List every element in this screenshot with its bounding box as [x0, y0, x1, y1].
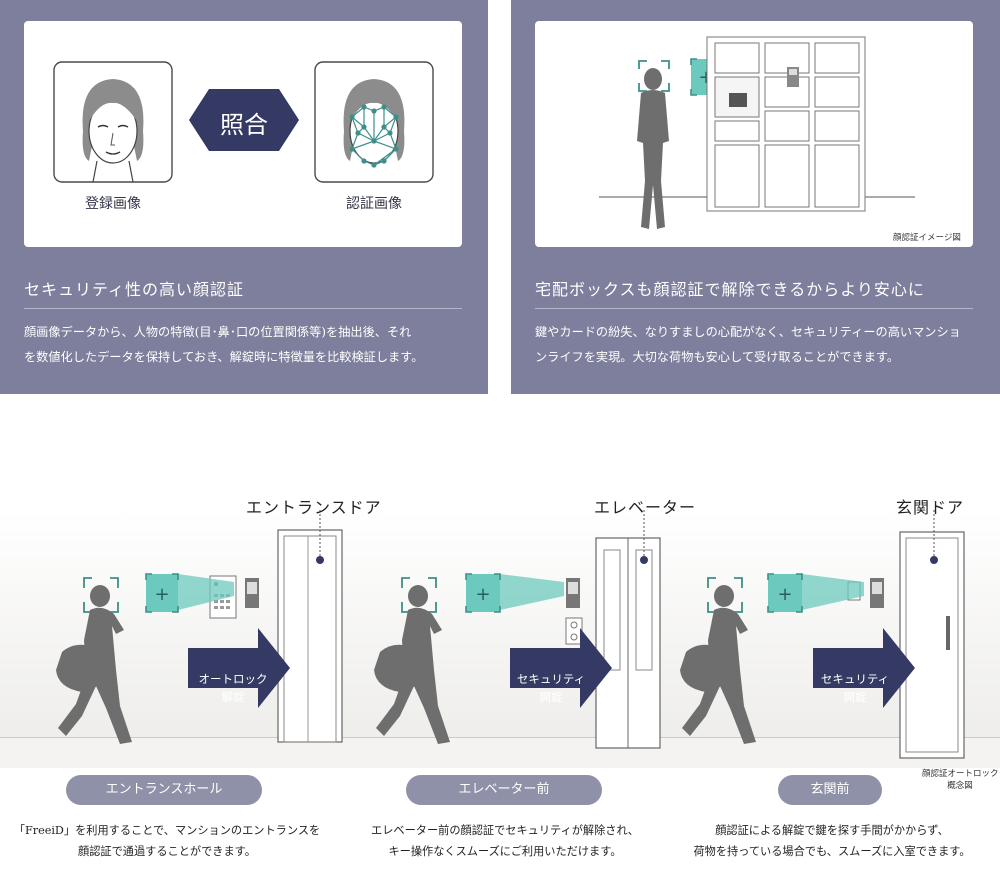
plus-icon: + — [154, 584, 169, 605]
auth-face-image — [314, 61, 434, 183]
delivery-box-illustration: + — [599, 36, 915, 229]
plus-icon: + — [777, 584, 792, 605]
arrow-right-icon — [813, 628, 915, 708]
panel-face-security: 登録画像 照合 — [0, 0, 488, 394]
arrow-right-icon — [188, 628, 290, 708]
desc-entrance: 「FreeiD」を利用することで、マンションのエントランスを顔認証で通過すること… — [13, 824, 321, 858]
panel-left-title: セキュリティ性の高い顔認証 — [24, 280, 245, 299]
desc-elevator: エレベーター前の顔認証でセキュリティが解除され、キー操作なくスムーズにご利用いた… — [371, 824, 639, 858]
arrow-label-security-door: セキュリティ開錠 — [820, 672, 890, 704]
registered-image-label: 登録画像 — [85, 196, 141, 212]
plus-icon: + — [475, 584, 490, 605]
face-scan-frame-icon — [707, 577, 743, 613]
arrow-label-autolock: オートロック解錠 — [198, 672, 268, 704]
registered-face-image — [53, 61, 173, 183]
panel-left-divider — [24, 308, 462, 309]
delivery-box-card: + 顔認証イメージ図 — [535, 21, 973, 247]
panel-right-description: 鍵やカードの紛失、なりすましの心配がなく、セキュリティーの高いマンショ ンライフ… — [535, 325, 961, 364]
location-label-elevator: エレベーター — [594, 498, 697, 517]
face-compare-card: 登録画像 照合 — [24, 21, 462, 247]
panel-left-description: 顔画像データから、人物の特徴(目･鼻･口の位置関係等)を抽出後、それ を数値化し… — [24, 325, 424, 364]
face-scan-frame-icon — [401, 577, 437, 613]
arrow-label-security-elevator: セキュリティ開錠 — [516, 672, 586, 704]
location-label-front-door: 玄関ドア — [896, 498, 965, 517]
face-scan-frame-icon — [638, 60, 670, 92]
person-silhouette — [374, 585, 450, 744]
scene-front-door: + — [680, 510, 965, 759]
pill-elevator-front: エレベーター前 — [406, 775, 602, 805]
desc-front-door: 顔認証による解錠で鍵を探す手間がかからず、荷物を持っている場合でも、スムーズに入… — [693, 824, 971, 858]
concept-illustration: + + — [0, 510, 1000, 768]
face-scan-frame-icon — [83, 577, 119, 613]
panel-delivery-box: + 顔認証イメージ図 宅配ボックスも顔認証で解除できる — [511, 0, 1000, 394]
panel-right-title: 宅配ボックスも顔認証で解除できるからより安心に — [535, 280, 925, 299]
locker-cabinet — [706, 36, 866, 212]
location-label-entrance-door: エントランスドア — [246, 498, 382, 517]
auth-image-label: 認証画像 — [346, 196, 402, 212]
match-label: 照合 — [220, 111, 268, 139]
match-hexagon — [189, 89, 299, 151]
scene-elevator: + — [374, 510, 661, 749]
pill-front-door: 玄関前 — [778, 775, 882, 805]
person-silhouette — [680, 585, 756, 744]
scene-entrance: + — [56, 510, 343, 744]
delivery-image-caption: 顔認証イメージ図 — [893, 233, 961, 243]
pill-entrance-hall: エントランスホール — [66, 775, 262, 805]
concept-caption: 顔認証オートロック 概念図 — [922, 769, 999, 791]
person-silhouette — [637, 68, 669, 229]
panel-right-divider — [535, 308, 973, 309]
arrow-right-icon — [510, 628, 612, 708]
person-silhouette — [56, 585, 132, 744]
